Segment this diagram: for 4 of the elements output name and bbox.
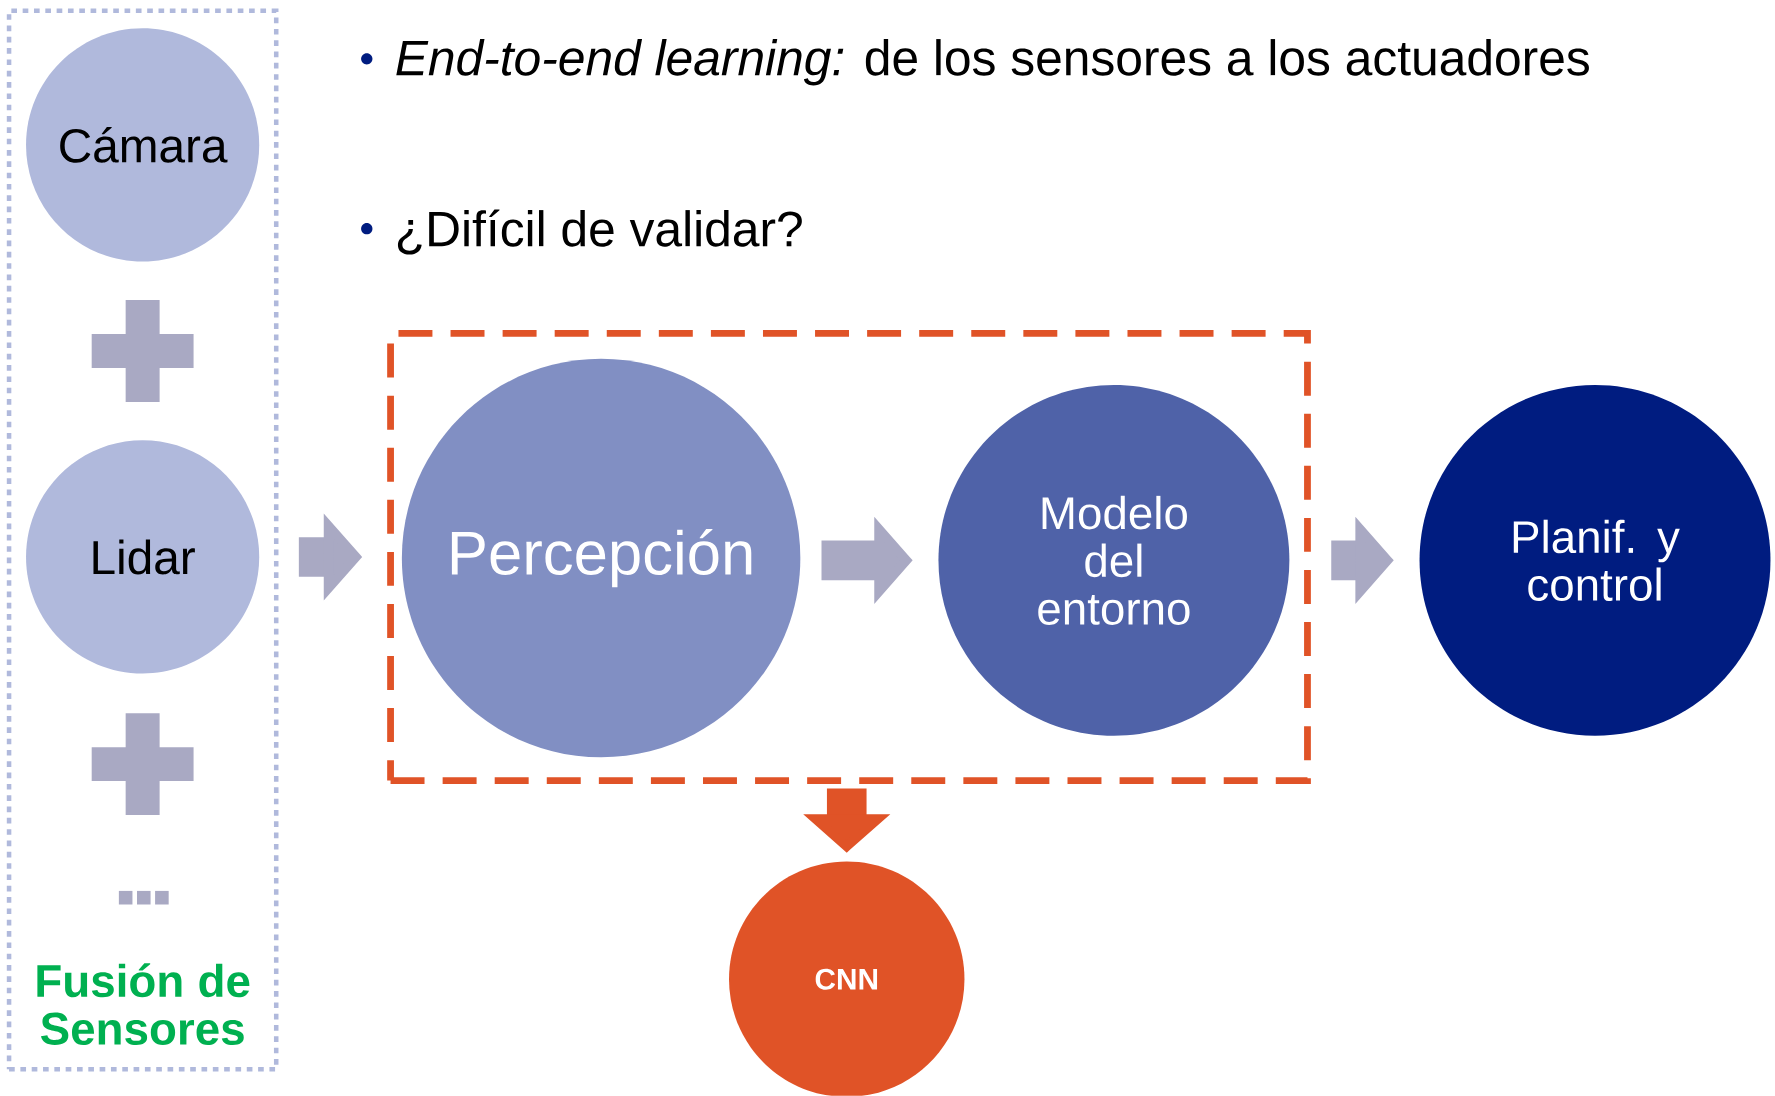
bullet-text: ¿Difícil de validar? [397,209,802,255]
bullet-text: End-to-end learning: de los sensores a los actuadores [396,39,1589,86]
dashed-group-box [387,330,1311,785]
group-heading: Fusión de Sensores [37,963,250,1046]
